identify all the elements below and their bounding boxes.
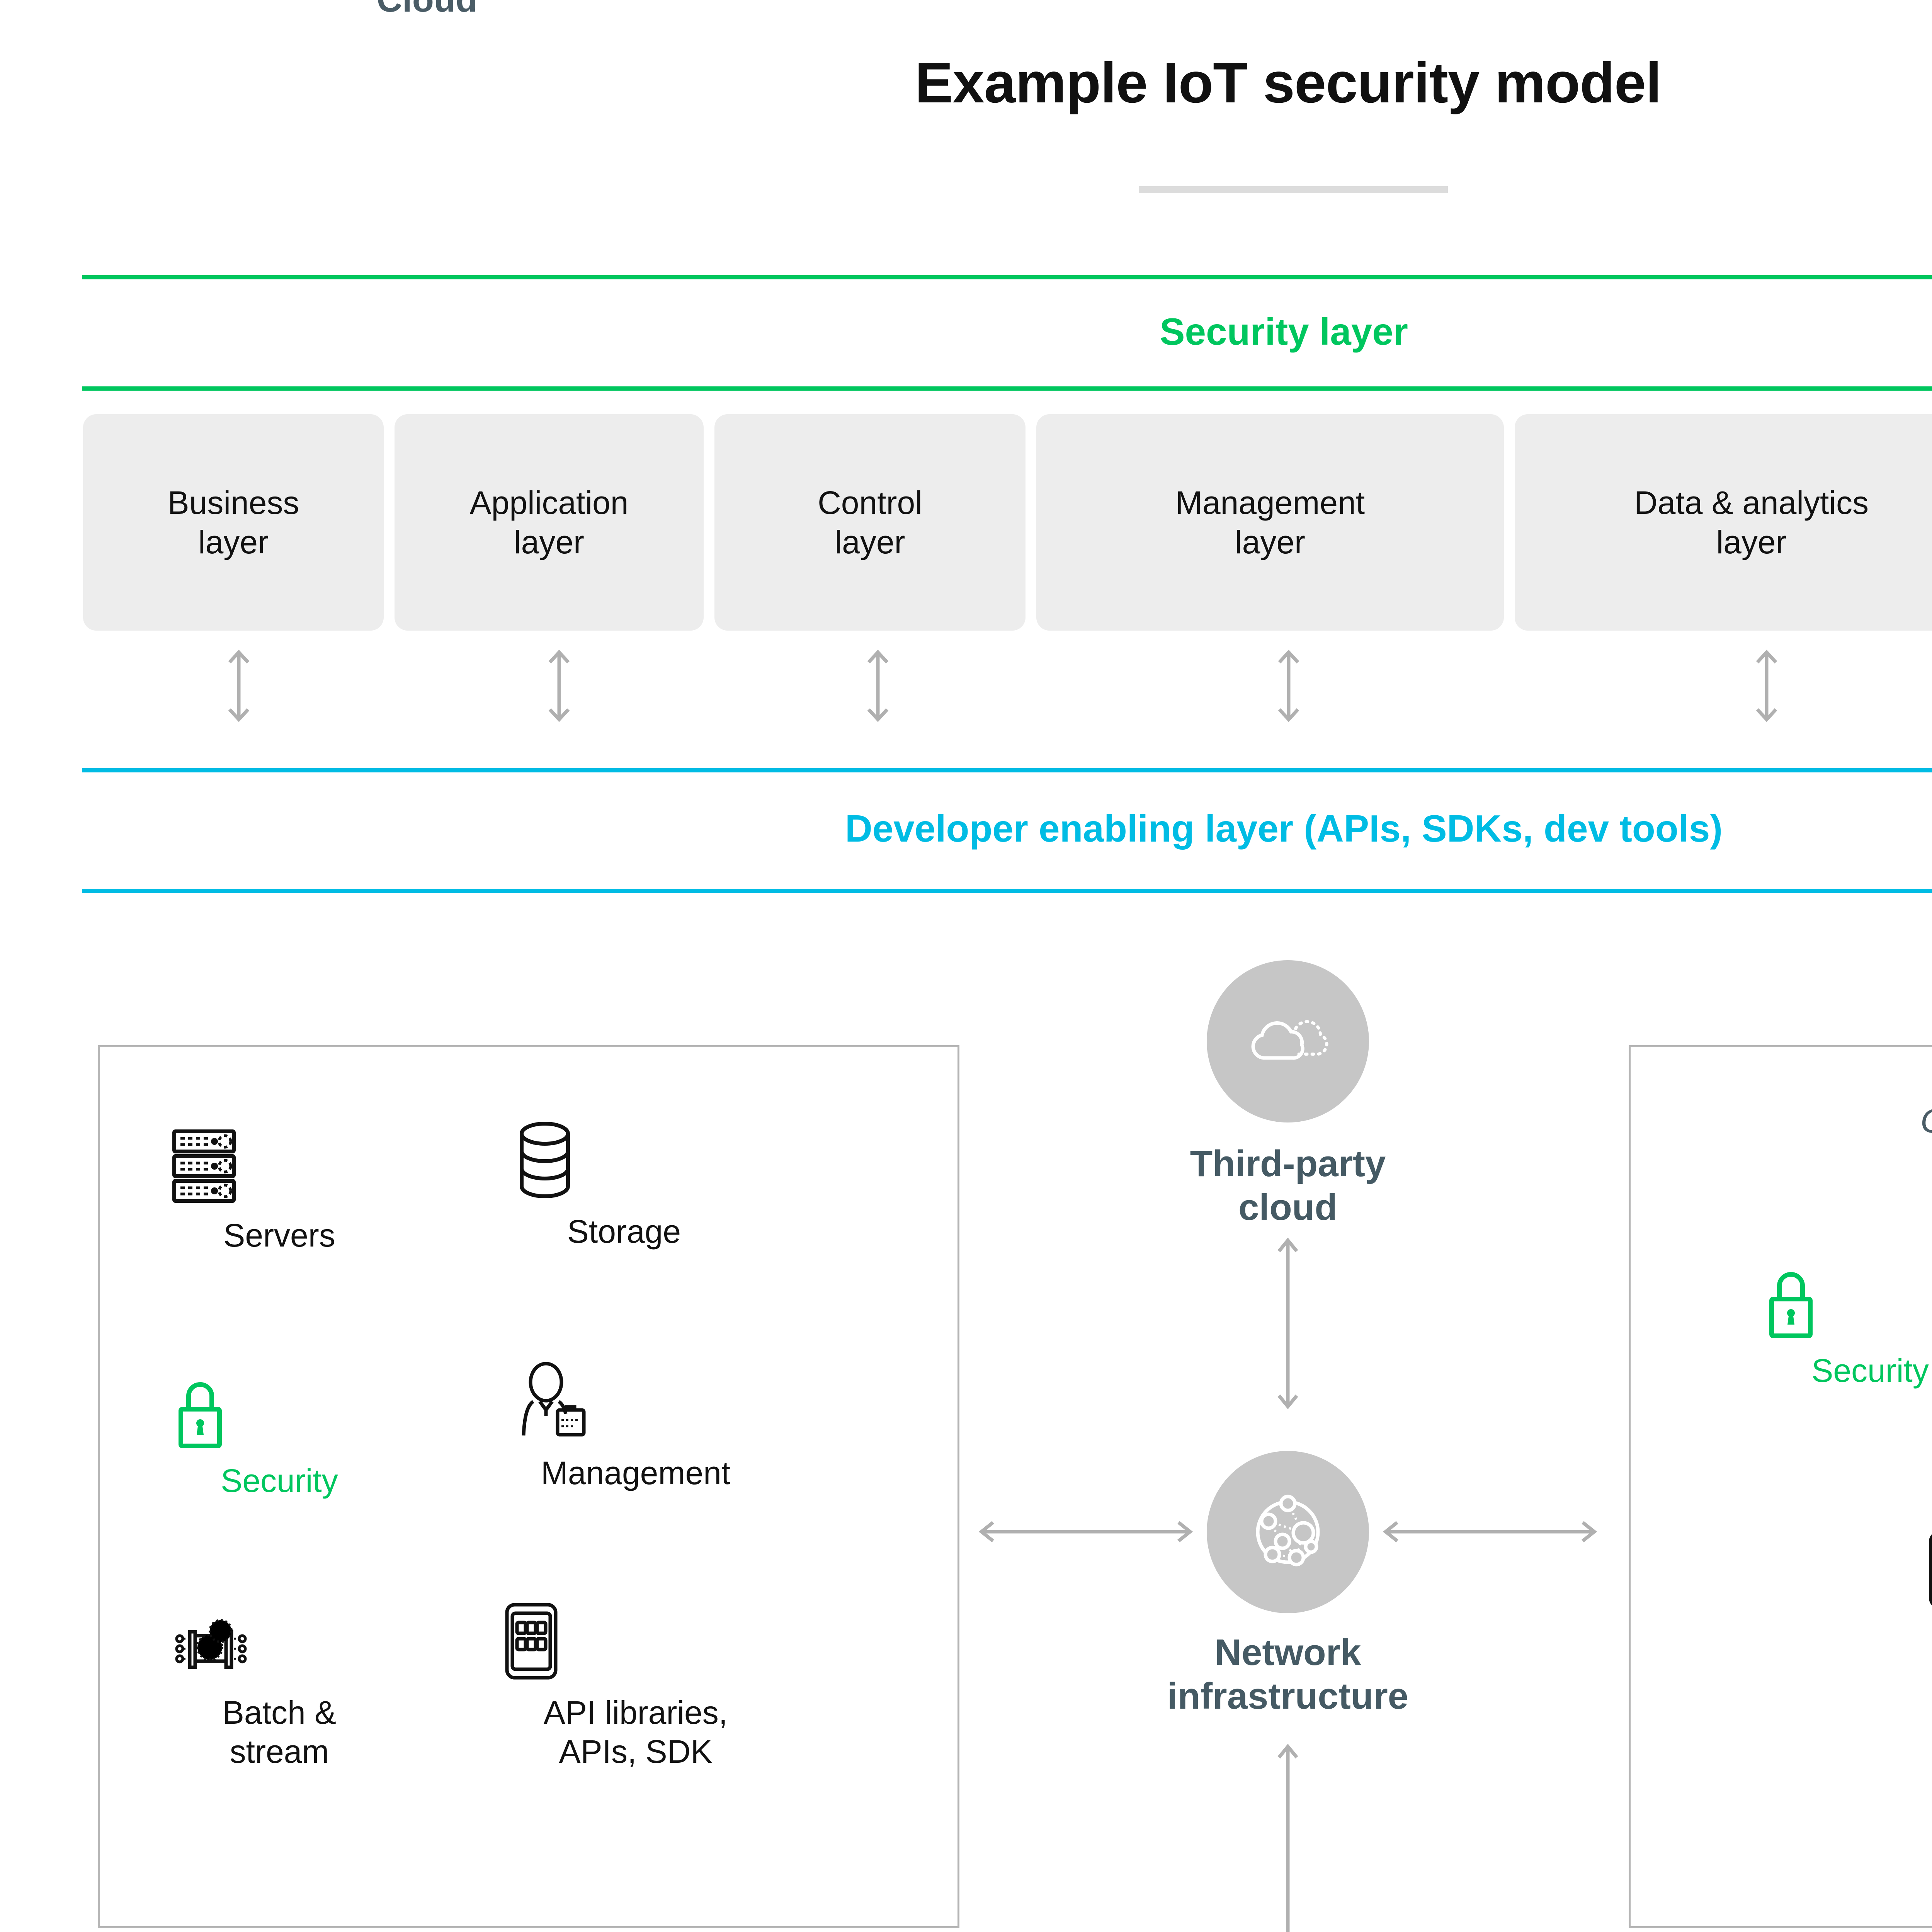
cloud-item-batch-stream[interactable]: Batch &stream xyxy=(171,1613,388,1771)
network-item-security[interactable]: Security xyxy=(1762,1264,1932,1390)
cloud-item-label: API libraries,APIs, SDK xyxy=(543,1694,728,1770)
network-item-api-libraries[interactable]: API libraries,APIs, SDK xyxy=(1926,1530,1932,1700)
network-nodes-icon xyxy=(1245,1490,1330,1575)
cloud-item-label: Servers xyxy=(223,1217,335,1253)
double-arrow-vertical-icon xyxy=(1278,650,1299,722)
lock-icon xyxy=(1762,1264,1932,1339)
cloud-to-network-arrow xyxy=(978,1521,1193,1543)
api-device-icon xyxy=(502,1602,769,1681)
double-arrow-vertical-icon xyxy=(867,650,889,722)
gateway-devices-subtitle: Gateaway devices xyxy=(1629,1101,1932,1141)
cloud-item-label: Security xyxy=(221,1463,338,1499)
page-title: Example IoT security model xyxy=(915,51,1662,115)
cloud-item-security[interactable]: Security xyxy=(171,1374,388,1500)
developer-band-top-rule xyxy=(82,768,1932,772)
third-party-to-network-arrow xyxy=(1277,1237,1298,1410)
storage-icon xyxy=(516,1121,732,1200)
cloud-group-title: Cloud xyxy=(361,0,493,25)
layer-connector-arrows xyxy=(83,649,1932,723)
cloud-item-label: Management xyxy=(541,1455,731,1491)
security-layer-label: Security layer xyxy=(1160,310,1408,353)
developer-band-bottom-rule xyxy=(82,889,1932,893)
cloud-item-management[interactable]: Management xyxy=(516,1362,755,1493)
batch-stream-icon xyxy=(171,1613,388,1681)
security-band-top-rule xyxy=(82,275,1932,279)
cloud-item-servers[interactable]: Servers xyxy=(171,1128,388,1255)
title-underline-rule xyxy=(1139,186,1448,193)
servers-icon xyxy=(171,1128,388,1204)
network-to-things-arrow xyxy=(1277,1743,1298,1932)
double-arrow-vertical-icon xyxy=(1756,650,1777,722)
cloud-item-api-libraries[interactable]: API libraries,APIs, SDK xyxy=(502,1602,769,1771)
lock-icon xyxy=(171,1374,388,1449)
cloud-icon xyxy=(1240,1009,1336,1074)
network-infrastructure-circle[interactable] xyxy=(1207,1451,1369,1613)
cloud-item-label: Batch &stream xyxy=(222,1694,337,1770)
network-item-label: Security xyxy=(1811,1352,1929,1389)
double-arrow-vertical-icon xyxy=(548,650,570,722)
third-party-cloud-circle[interactable] xyxy=(1207,960,1369,1122)
api-device-icon xyxy=(1926,1530,1932,1609)
manager-icon xyxy=(516,1362,755,1441)
double-arrow-vertical-icon xyxy=(228,650,250,722)
cloud-item-storage[interactable]: Storage xyxy=(516,1121,732,1251)
network-to-gateway-arrow xyxy=(1383,1521,1597,1543)
security-band-bottom-rule xyxy=(82,386,1932,391)
cloud-item-label: Storage xyxy=(567,1213,681,1250)
developer-enabling-layer-label: Developer enabling layer (APIs, SDKs, de… xyxy=(845,807,1723,850)
network-group-box xyxy=(1629,1045,1932,1928)
